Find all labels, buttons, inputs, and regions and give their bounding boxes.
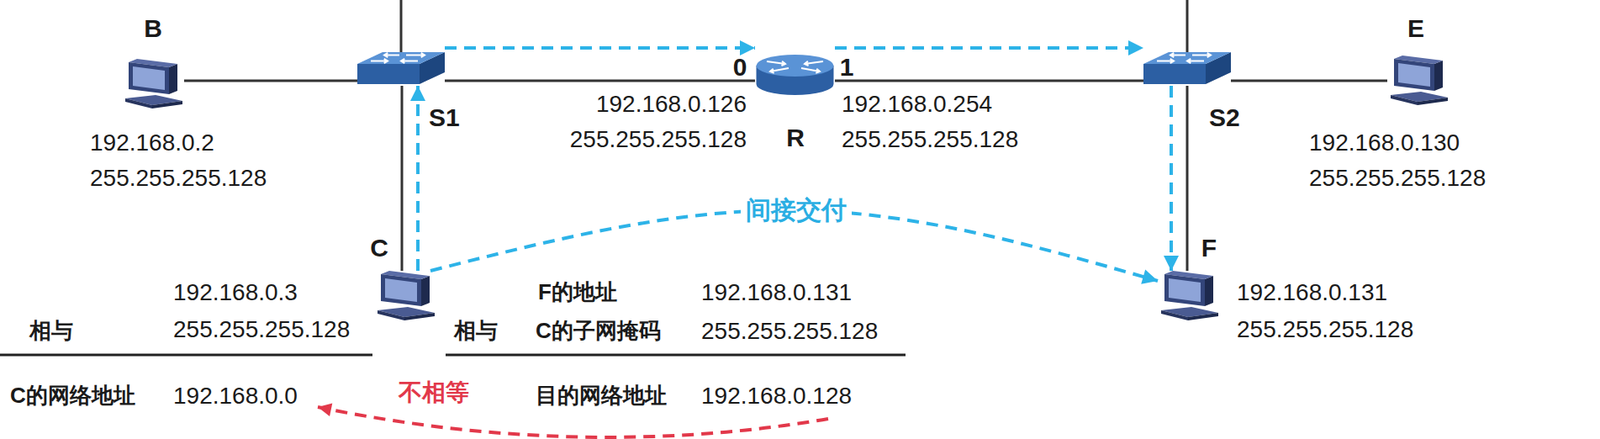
router-name: R [786, 123, 805, 154]
host-name: C [369, 233, 389, 264]
network-link [444, 79, 756, 83]
ip-address: 192.168.0.126 [596, 90, 747, 118]
host-computer: F192.168.0.131255.255.255.128 [1157, 270, 1220, 322]
row-label: C的网络地址 [10, 383, 136, 409]
router-icon [755, 42, 835, 98]
network-link [1186, 85, 1189, 271]
host-computer: B192.168.0.2255.255.255.128 [121, 58, 185, 110]
host-computer [121, 58, 185, 110]
edge-label: 间接交付 [740, 195, 852, 226]
switch-name: S1 [428, 103, 460, 133]
switch-icon: S1 [357, 42, 445, 86]
uplink-wire [400, 0, 403, 59]
ip-address: 192.168.0.3 [173, 279, 298, 307]
port-number: 0 [733, 52, 748, 83]
network-link [184, 79, 358, 83]
data-path-arrow [834, 46, 1144, 50]
switch-icon [357, 42, 445, 86]
data-path-arrow [444, 46, 756, 50]
sum-rule [445, 353, 906, 357]
row-label: F的地址 [538, 279, 618, 306]
data-path-arrow [416, 85, 420, 271]
network-link [1230, 79, 1388, 83]
host-computer: C192.168.0.3255.255.255.128 [374, 270, 437, 322]
comparison-note: 不相等 [398, 379, 470, 407]
switch-name: S2 [1209, 103, 1241, 133]
host-name: E [1407, 14, 1425, 44]
data-path-arrow [1169, 85, 1173, 271]
network-address: 192.168.0.128 [701, 382, 852, 410]
port-number: 1 [839, 52, 855, 83]
subnet-mask: 255.255.255.128 [1236, 316, 1414, 344]
subnet-mask: 255.255.255.128 [570, 126, 747, 154]
sum-rule [0, 353, 373, 357]
ip-address: 192.168.0.2 [89, 129, 215, 157]
subnet-mask: 255.255.255.128 [1309, 164, 1486, 192]
row-label: 目的网络地址 [535, 383, 667, 409]
subnet-mask: 255.255.255.128 [841, 126, 1019, 154]
switch-icon [1143, 42, 1231, 86]
host-computer [374, 270, 437, 322]
network-address: 192.168.0.0 [173, 382, 298, 410]
network-link [834, 79, 1144, 83]
host-name: B [143, 14, 163, 44]
host-name: F [1201, 233, 1217, 264]
ip-address: 192.168.0.130 [1309, 129, 1460, 157]
host-computer [1157, 270, 1220, 322]
operation-label: 相与 [454, 318, 498, 344]
uplink-wire [1186, 0, 1189, 59]
row-label: C的子网掩码 [535, 318, 661, 344]
operation-label: 相与 [29, 318, 74, 344]
ip-address: 192.168.0.254 [841, 90, 993, 118]
compare-arrow [317, 406, 829, 438]
switch-icon: S2 [1143, 42, 1231, 86]
router-icon: R01192.168.0.126255.255.255.128192.168.0… [755, 42, 835, 98]
host-computer: E192.168.0.130255.255.255.128 [1387, 55, 1450, 106]
network-link [401, 85, 404, 271]
subnet-mask: 255.255.255.128 [173, 316, 350, 344]
ip-address: 192.168.0.131 [1236, 279, 1388, 307]
subnet-mask: 255.255.255.128 [89, 164, 267, 192]
subnet-mask: 255.255.255.128 [701, 317, 878, 345]
ip-address: 192.168.0.131 [701, 279, 852, 307]
host-computer [1387, 55, 1450, 106]
